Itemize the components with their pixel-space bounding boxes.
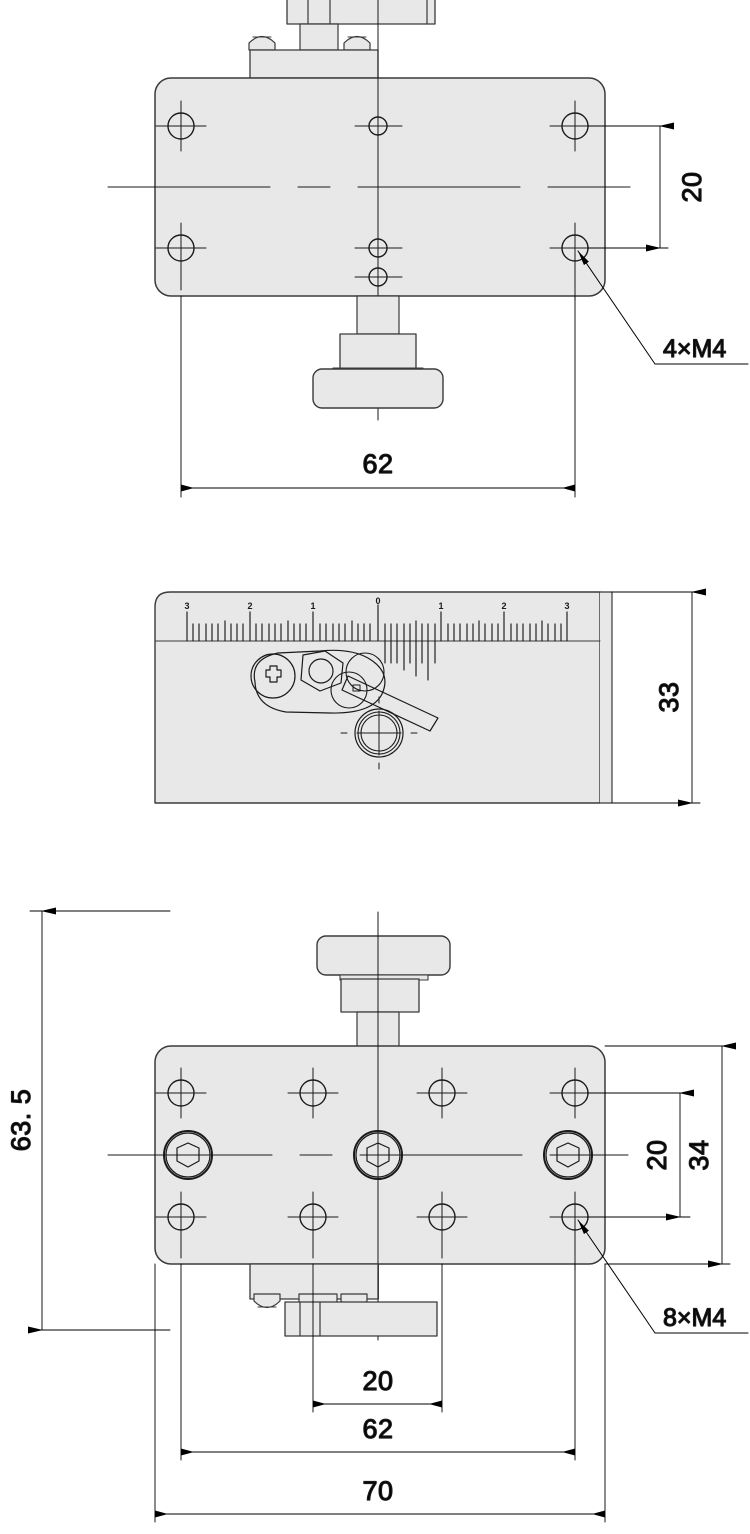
top-view-mount-block bbox=[249, 49, 379, 79]
bottom-view-hole-b2 bbox=[287, 1191, 339, 1259]
side-view-scale-numbers: 3 2 1 0 1 2 3 bbox=[184, 596, 569, 611]
note-bottom-8xm4: 8×M4 bbox=[577, 1219, 749, 1334]
top-view-corner-hole-tl bbox=[155, 100, 207, 152]
top-view-corner-hole-bl bbox=[155, 222, 207, 291]
dim-bottom-20-vertical-label: 20 bbox=[642, 1139, 672, 1170]
bottom-view-hole-t2 bbox=[287, 1067, 339, 1119]
bottom-view-hex-socket-center bbox=[353, 1130, 403, 1180]
dim-top-62-label: 62 bbox=[362, 449, 393, 479]
top-view-center-hole-upper bbox=[354, 116, 403, 136]
dim-bottom-34: 34 bbox=[604, 1042, 736, 1268]
top-view-adjust-knob bbox=[312, 295, 444, 409]
side-view: 3 2 1 0 1 2 3 bbox=[154, 588, 706, 807]
scale-label-6: 3 bbox=[564, 601, 569, 611]
top-view-screw-left bbox=[248, 35, 276, 51]
dim-bottom-62: 62 bbox=[180, 1263, 576, 1461]
top-view: 20 4×M4 62 bbox=[107, 0, 749, 498]
dim-bottom-20-horizontal-label: 20 bbox=[362, 1366, 393, 1396]
dim-bottom-34-label: 34 bbox=[684, 1139, 714, 1170]
bottom-view: 63. 5 20 34 8×M4 20 bbox=[6, 907, 749, 1523]
bottom-view-hole-b1 bbox=[155, 1191, 207, 1259]
side-view-cam-lock bbox=[250, 649, 439, 732]
scale-label-1: 2 bbox=[247, 601, 252, 611]
dim-top-20-label: 20 bbox=[677, 171, 707, 202]
bottom-view-hole-b3 bbox=[416, 1191, 468, 1259]
dim-bottom-63-5: 63. 5 bbox=[6, 907, 171, 1334]
dim-bottom-62-label: 62 bbox=[362, 1414, 393, 1444]
top-view-center-hole-lower bbox=[354, 238, 403, 258]
top-view-center-hole-bottom bbox=[354, 267, 403, 287]
side-view-scale-ticks bbox=[186, 604, 568, 681]
dim-bottom-70-label: 70 bbox=[362, 1476, 393, 1506]
dim-bottom-70: 70 bbox=[154, 1263, 606, 1523]
note-bottom-8xm4-label: 8×M4 bbox=[663, 1304, 726, 1332]
bottom-view-hex-socket-left bbox=[163, 1130, 213, 1180]
dim-side-33: 33 bbox=[611, 588, 706, 807]
dim-bottom-63-5-label: 63. 5 bbox=[6, 1089, 36, 1152]
bottom-view-hole-t1 bbox=[155, 1067, 207, 1119]
scale-label-0: 3 bbox=[184, 601, 189, 611]
dim-bottom-20-vertical: 20 bbox=[587, 1089, 694, 1221]
top-view-screw-right bbox=[343, 35, 371, 51]
dim-top-20: 20 bbox=[587, 122, 708, 252]
bottom-view-mount-assembly bbox=[249, 1263, 438, 1337]
scale-label-2: 1 bbox=[310, 601, 315, 611]
scale-label-5: 2 bbox=[501, 601, 506, 611]
scale-label-3: 0 bbox=[375, 596, 380, 606]
dim-side-33-label: 33 bbox=[654, 681, 684, 712]
bottom-view-adjust-knob bbox=[316, 935, 451, 1051]
dim-bottom-20-horizontal: 20 bbox=[312, 1263, 443, 1413]
note-top-4xm4: 4×M4 bbox=[577, 250, 749, 365]
top-view-handle-bar bbox=[286, 0, 436, 25]
top-view-handle-shaft bbox=[299, 23, 339, 51]
bottom-view-hole-t3 bbox=[416, 1067, 468, 1119]
note-top-4xm4-label: 4×M4 bbox=[663, 335, 726, 363]
side-view-center-bore bbox=[340, 696, 418, 770]
bottom-view-hex-socket-right bbox=[543, 1130, 593, 1180]
dim-top-62: 62 bbox=[180, 295, 576, 498]
scale-label-4: 1 bbox=[438, 601, 443, 611]
